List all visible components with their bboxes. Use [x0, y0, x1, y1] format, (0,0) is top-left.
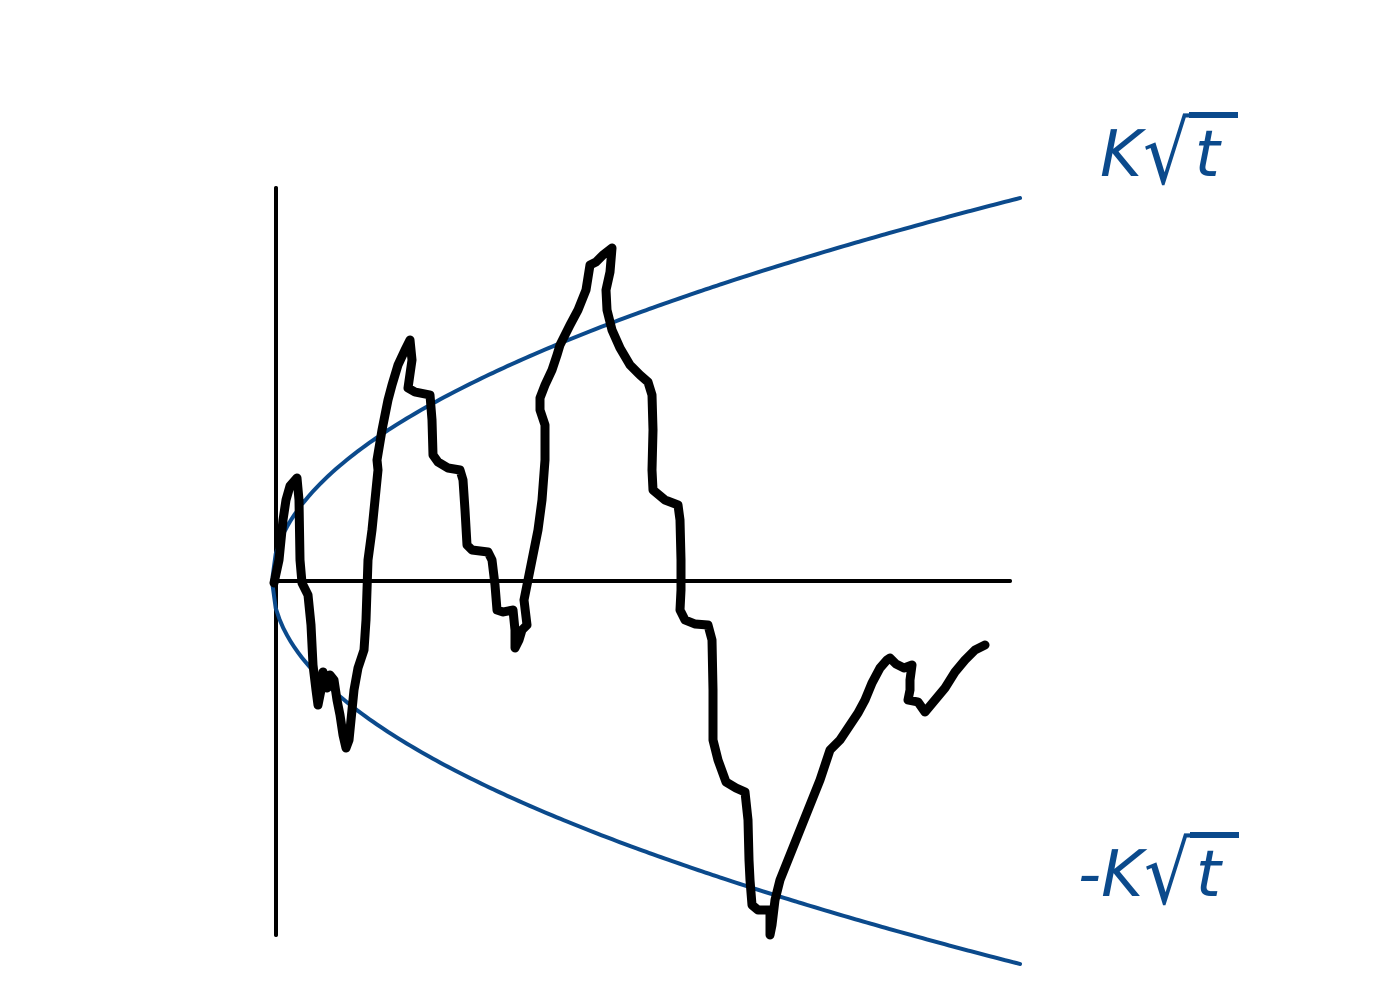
lower-boundary-curve — [270, 579, 1022, 966]
upper-coef: K — [1100, 118, 1142, 192]
lower-coef: -K — [1078, 838, 1144, 912]
lower-radicand: t — [1189, 832, 1239, 912]
lower-radical-sign: √ — [1144, 825, 1191, 925]
upper-radicand: t — [1188, 112, 1238, 192]
upper-boundary-label: K√t — [1100, 105, 1238, 205]
upper-radical-sign: √ — [1142, 105, 1190, 205]
lower-boundary-label: -K√t — [1078, 825, 1239, 925]
upper-boundary-curve — [270, 196, 1022, 583]
random-walk-path — [269, 243, 990, 940]
